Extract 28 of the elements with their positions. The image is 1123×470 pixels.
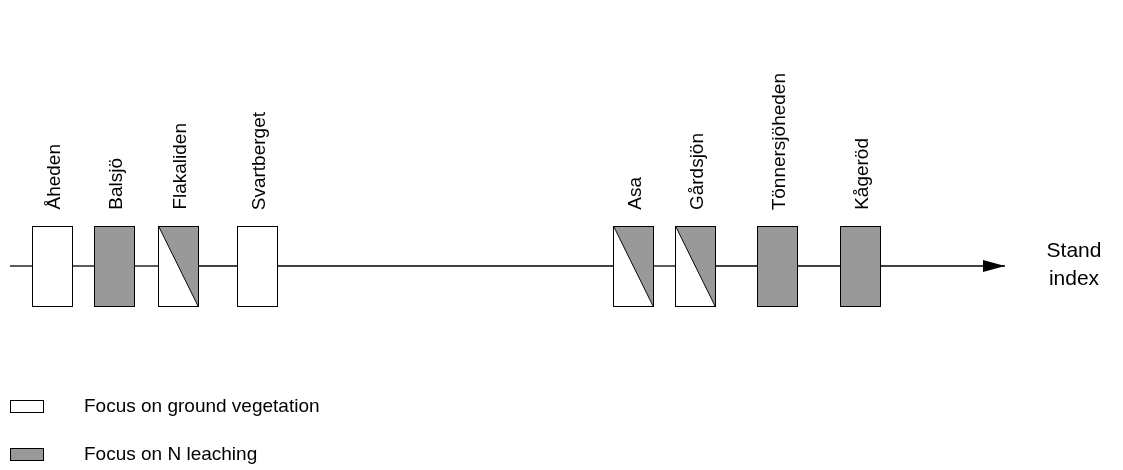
split-stand-box <box>613 226 654 307</box>
axis-arrow <box>880 260 1006 272</box>
axis-line <box>715 265 758 267</box>
split-stand-box <box>158 226 199 307</box>
axis-line <box>9 265 33 267</box>
site-label: Gårdsjön <box>686 132 705 210</box>
site-label: Balsjö <box>105 158 124 210</box>
stand-box <box>94 226 135 307</box>
axis-line <box>277 265 614 267</box>
site-label: Asa <box>624 177 643 210</box>
site-label: Tönnersjöheden <box>768 72 787 210</box>
split-stand-box <box>675 226 716 307</box>
axis-line <box>72 265 95 267</box>
legend-text: Focus on N leaching <box>84 443 258 465</box>
site-label: Åheden <box>43 144 62 210</box>
axis-label: Stand index <box>1030 236 1118 293</box>
site-label: Svartberget <box>248 111 267 210</box>
legend-text: Focus on ground vegetation <box>84 395 320 417</box>
site-label: Kågeröd <box>851 138 870 210</box>
axis-line <box>198 265 238 267</box>
axis-line <box>653 265 676 267</box>
stand-box <box>757 226 798 307</box>
axis-line <box>134 265 159 267</box>
stand-box <box>32 226 73 307</box>
stand-box <box>237 226 278 307</box>
axis-line <box>797 265 841 267</box>
site-label: Flakaliden <box>169 123 188 210</box>
stand-box <box>840 226 881 307</box>
